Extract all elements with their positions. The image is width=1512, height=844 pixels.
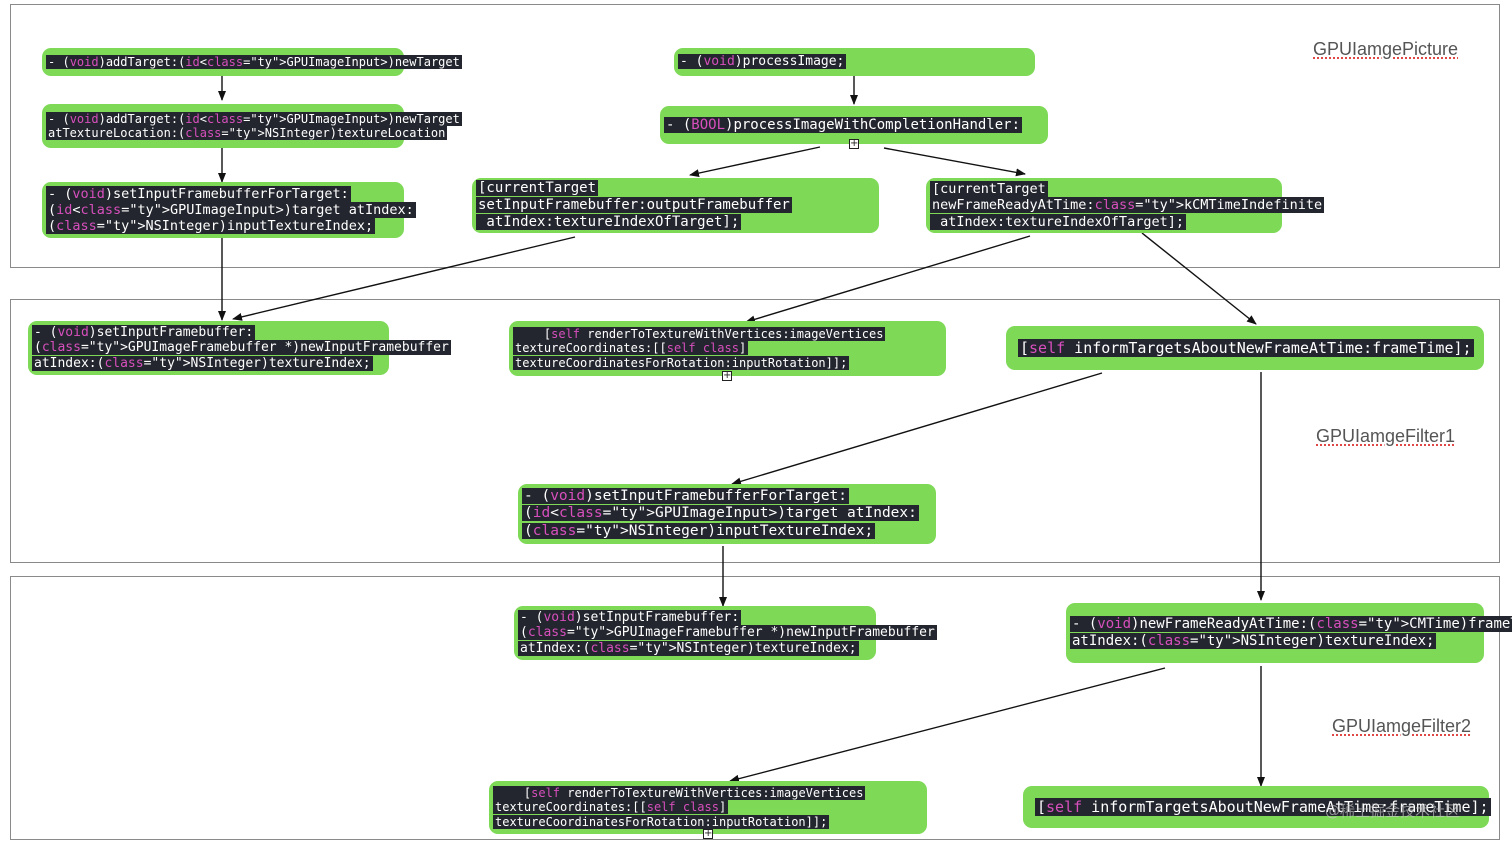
code-line: - (void)setInputFramebufferForTarget: [46,185,351,202]
code-line: textureCoordinates:[[self class] [493,800,729,815]
code-line: atIndex:textureIndexOfTarget]; [930,213,1186,230]
node-current-target-set-fb: [currentTarget setInputFramebuffer:outpu… [472,178,879,233]
code-line: (class="ty">GPUImageFramebuffer *)newInp… [518,625,937,641]
code-line: - (void)newFrameReadyAtTime:(class="ty">… [1070,616,1512,633]
code-line: textureCoordinatesForRotation:inputRotat… [513,355,850,370]
section-title-filter2: GPUIamgeFilter2 [1332,716,1472,736]
arrow-f2newframe-to-f2render [729,667,1166,783]
node-current-target-new-frame: [currentTarget newFrameReadyAtTime:class… [926,178,1325,233]
section-picture [10,4,1500,268]
expand-icon[interactable]: + [722,370,732,381]
code-line: textureCoordinatesForRotation:inputRotat… [493,814,830,829]
code-line: atIndex:(class="ty">NSInteger)textureInd… [32,355,373,371]
code-line: atIndex:(class="ty">NSInteger)textureInd… [1070,633,1437,649]
code-line: [self informTargetsAboutNewFrameAtTime:f… [1035,798,1491,816]
code-line: (class="ty">NSInteger)inputTextureIndex; [46,218,376,235]
code-line: [currentTarget [930,181,1048,198]
watermark: @稀土掘金技术社区 [1325,802,1461,820]
arrow-newframe-to-f1render [745,235,1031,324]
code-line: - (void)addTarget:(id<class="ty">GPUImag… [46,54,462,69]
code-line: (class="ty">GPUImageFramebuffer *)newInp… [32,340,451,356]
section-title-picture: GPUIamgePicture [1313,39,1459,59]
code-line: [self informTargetsAboutNewFrameAtTime:f… [1018,339,1474,357]
node-f1-set-input-fb: - (void)setInputFramebuffer: (class="ty"… [28,321,451,375]
arrow-completion-to-newframe [883,147,1026,177]
code-line: - (void)setInputFramebufferForTarget: [522,487,850,504]
code-line: [self renderToTextureWithVertices:imageV… [513,326,886,341]
code-line: - (void)addTarget:(id<class="ty">GPUImag… [46,111,462,126]
node-add-target-location: - (void)addTarget:(id<class="ty">GPUImag… [42,104,462,148]
expand-icon[interactable]: + [703,828,713,839]
code-line: [currentTarget [476,180,599,197]
arrow-settarget-to-f1setfb [232,236,576,321]
code-line: - (void)setInputFramebuffer: [32,324,256,340]
node-f2-render: [self renderToTextureWithVertices:imageV… [489,781,927,834]
section-filter2 [10,576,1500,840]
code-line: textureCoordinates:[[self class] [513,341,749,356]
node-add-target: - (void)addTarget:(id<class="ty">GPUImag… [42,48,462,76]
arrow-completion-to-settarget [689,146,821,178]
node-set-input-fb-for-target-picture: - (void)setInputFramebufferForTarget: (i… [42,182,416,238]
node-f1-render: [self renderToTextureWithVertices:imageV… [509,321,946,376]
code-line: (id<class="ty">GPUImageInput>)target atI… [46,201,416,218]
code-line: - (void)setInputFramebuffer: [518,609,742,625]
code-line: newFrameReadyAtTime:class="ty">kCMTimeIn… [930,197,1325,214]
node-f2-inform: [self informTargetsAboutNewFrameAtTime:f… [1023,786,1491,828]
code-line: (id<class="ty">GPUImageInput>)target atI… [522,505,919,522]
expand-icon[interactable]: + [849,138,859,149]
code-line: - (BOOL)processImageWithCompletionHandle… [664,116,1023,133]
node-process-image-completion: - (BOOL)processImageWithCompletionHandle… [660,106,1048,144]
node-f1-set-fb-for-target: - (void)setInputFramebufferForTarget: (i… [518,484,936,544]
code-line: atIndex:textureIndexOfTarget]; [476,213,742,230]
code-line: [self renderToTextureWithVertices:imageV… [493,785,866,800]
node-f1-inform: [self informTargetsAboutNewFrameAtTime:f… [1006,326,1484,370]
section-filter1 [10,299,1500,563]
arrow-newframe-to-f1inform [1141,232,1257,325]
code-line: atTextureLocation:(class="ty">NSInteger)… [46,126,448,140]
code-line: setInputFramebuffer:outputFramebuffer [476,197,792,214]
arrow-f1inform-to-f1setfbtarget [731,372,1103,486]
node-process-image: - (void)processImage; [674,48,1035,76]
section-title-filter1: GPUIamgeFilter1 [1316,426,1456,446]
node-f2-new-frame: - (void)newFrameReadyAtTime:(class="ty">… [1066,603,1512,663]
code-line: atIndex:(class="ty">NSInteger)textureInd… [518,640,859,656]
code-line: (class="ty">NSInteger)inputTextureIndex; [522,522,876,539]
code-line: - (void)processImage; [678,54,847,70]
node-f2-set-input-fb: - (void)setInputFramebuffer: (class="ty"… [514,606,937,660]
